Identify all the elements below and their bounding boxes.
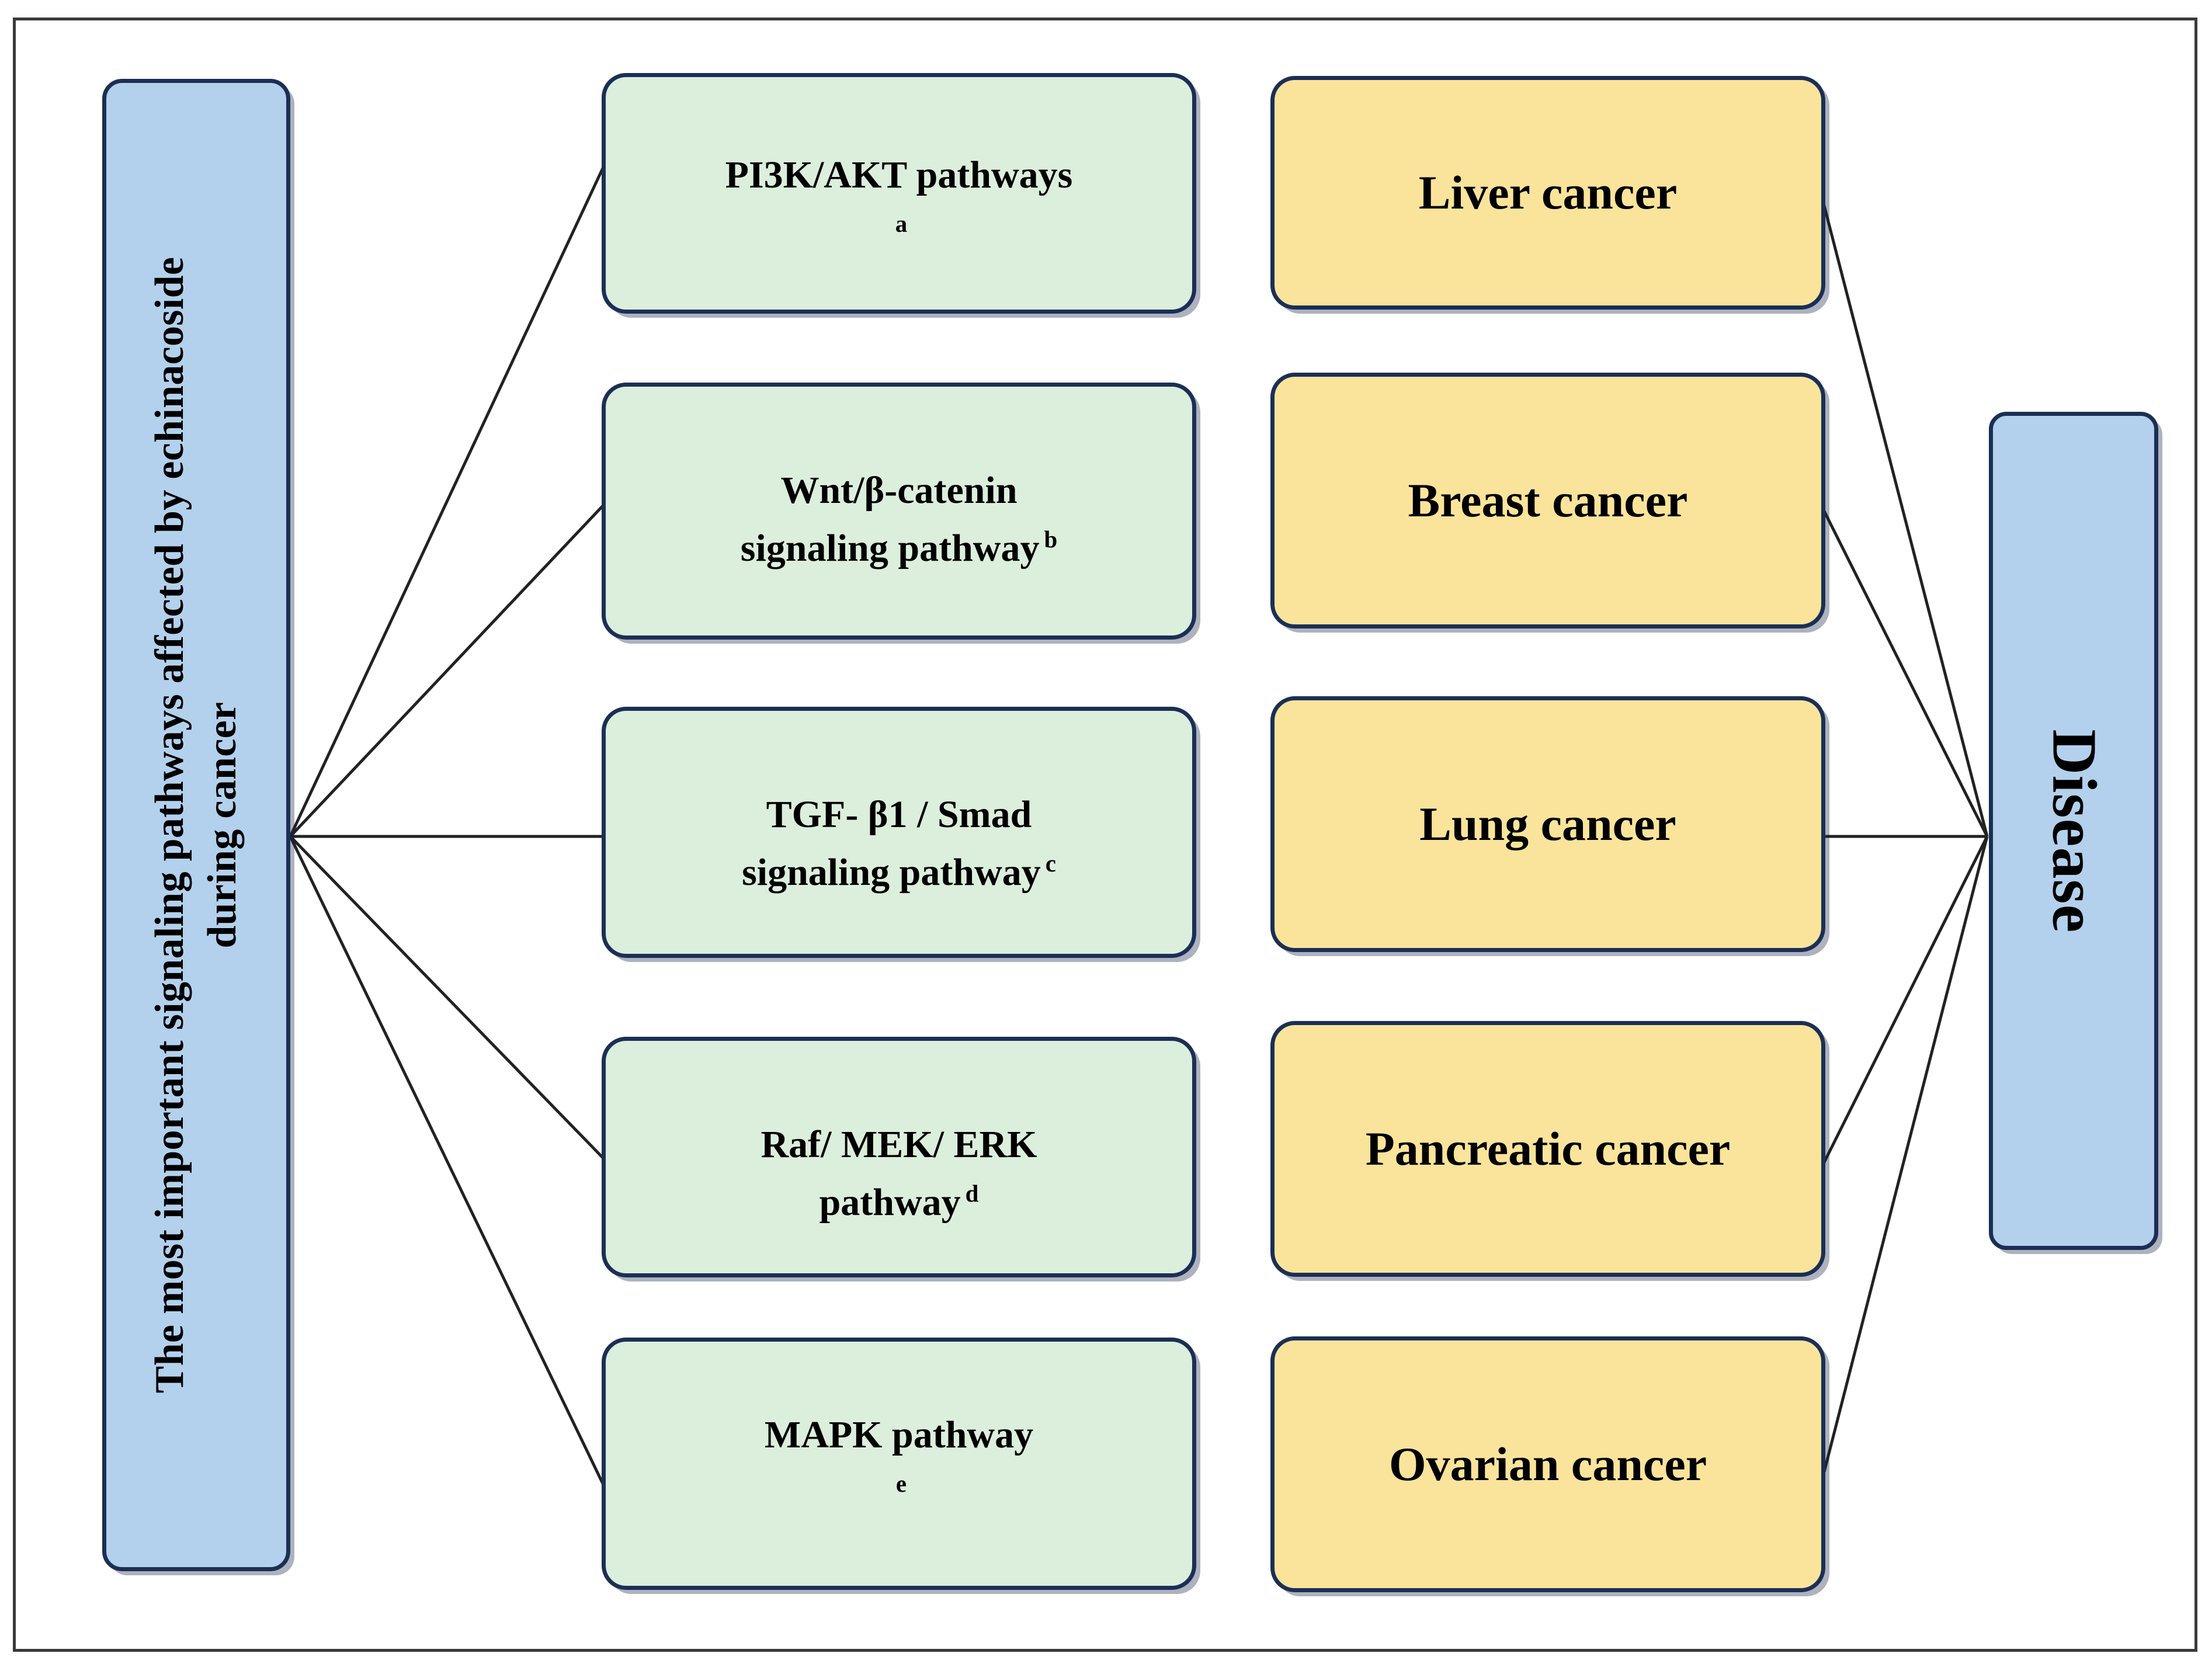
cancer-node-pancreatic[interactable]: Pancreatic cancer <box>1270 1021 1825 1277</box>
pathway-marker-b: b <box>1044 526 1058 553</box>
cancer-label-lung: Lung cancer <box>1419 797 1676 850</box>
pathway-marker-d: d <box>965 1180 979 1207</box>
pathway-node-mapk-text: MAPK pathway e <box>765 1406 1033 1522</box>
source-node-text: The most important signaling pathways af… <box>144 257 248 1394</box>
source-node-signaling-pathways[interactable]: The most important signaling pathways af… <box>102 79 290 1571</box>
pathway-node-pi3k-akt-text: PI3K/AKT pathways a <box>725 146 1073 262</box>
pathway-label-line1: Raf/ MEK/ ERK <box>761 1123 1037 1166</box>
outcome-node-label: Disease <box>2039 729 2109 933</box>
pathway-label-line1: TGF- β1 / Smad <box>766 793 1032 836</box>
pathway-marker-a: a <box>895 211 908 237</box>
pathway-marker-c: c <box>1045 850 1056 877</box>
pathway-node-pi3k-akt[interactable]: PI3K/AKT pathways a <box>602 73 1196 314</box>
cancer-label-pancreatic: Pancreatic cancer <box>1365 1122 1731 1175</box>
pathway-label-line1: MAPK pathway <box>764 1413 1034 1456</box>
cancer-node-breast[interactable]: Breast cancer <box>1270 373 1825 628</box>
pathway-label-line1: PI3K/AKT pathways <box>725 154 1073 196</box>
cancer-node-lung[interactable]: Lung cancer <box>1270 696 1825 952</box>
source-node-line1: The most important signaling pathways af… <box>147 256 193 1394</box>
cancer-label-ovarian: Ovarian cancer <box>1388 1437 1707 1491</box>
source-node-line2: during cancer <box>200 701 245 949</box>
outcome-node-disease[interactable]: Disease <box>1989 412 2158 1250</box>
pathway-node-mapk[interactable]: MAPK pathway e <box>602 1338 1196 1590</box>
pathway-marker-e: e <box>895 1471 907 1497</box>
cancer-node-ovarian[interactable]: Ovarian cancer <box>1270 1336 1825 1592</box>
cancer-node-liver[interactable]: Liver cancer <box>1270 76 1825 310</box>
cancer-label-liver: Liver cancer <box>1418 166 1678 219</box>
pathway-label-line1: Wnt/β-catenin <box>780 469 1018 512</box>
cancer-label-breast: Breast cancer <box>1408 474 1688 527</box>
